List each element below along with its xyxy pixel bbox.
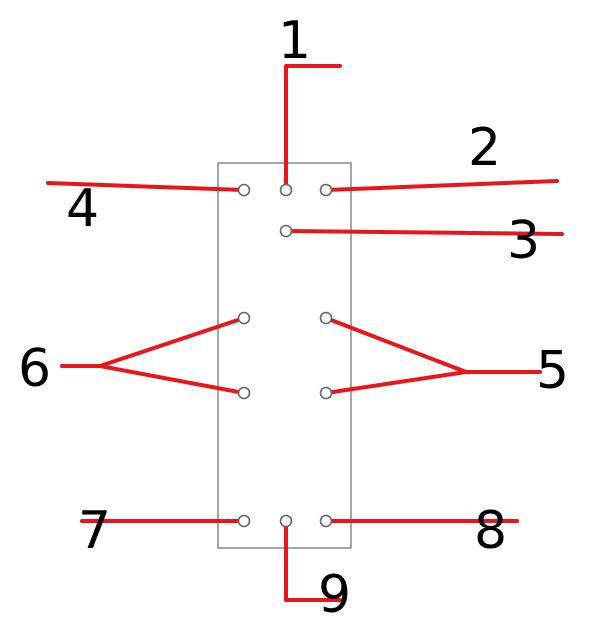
pin-1 (279, 183, 293, 197)
pin-2 (319, 183, 333, 197)
pin-5a (319, 311, 333, 325)
label-9: 9 (318, 565, 351, 621)
wire-4 (46, 181, 246, 192)
pin-6b (237, 386, 251, 400)
label-4: 4 (66, 179, 99, 239)
pin-5b (319, 386, 333, 400)
label-2: 2 (468, 118, 501, 178)
pin-4 (237, 183, 251, 197)
label-8: 8 (474, 501, 507, 561)
pin-3 (279, 224, 293, 238)
label-7: 7 (78, 501, 111, 561)
component-body (217, 162, 352, 549)
pin-9 (279, 514, 293, 528)
wire-1 (284, 64, 342, 192)
pin-7 (237, 514, 251, 528)
wire-2 (324, 179, 559, 192)
label-6: 6 (18, 339, 51, 399)
label-3: 3 (507, 211, 540, 271)
wire-9 (284, 519, 342, 602)
pin-8 (319, 514, 333, 528)
label-1: 1 (278, 11, 311, 71)
label-5: 5 (536, 341, 569, 401)
pin-6a (237, 311, 251, 325)
wire-3 (284, 229, 564, 236)
